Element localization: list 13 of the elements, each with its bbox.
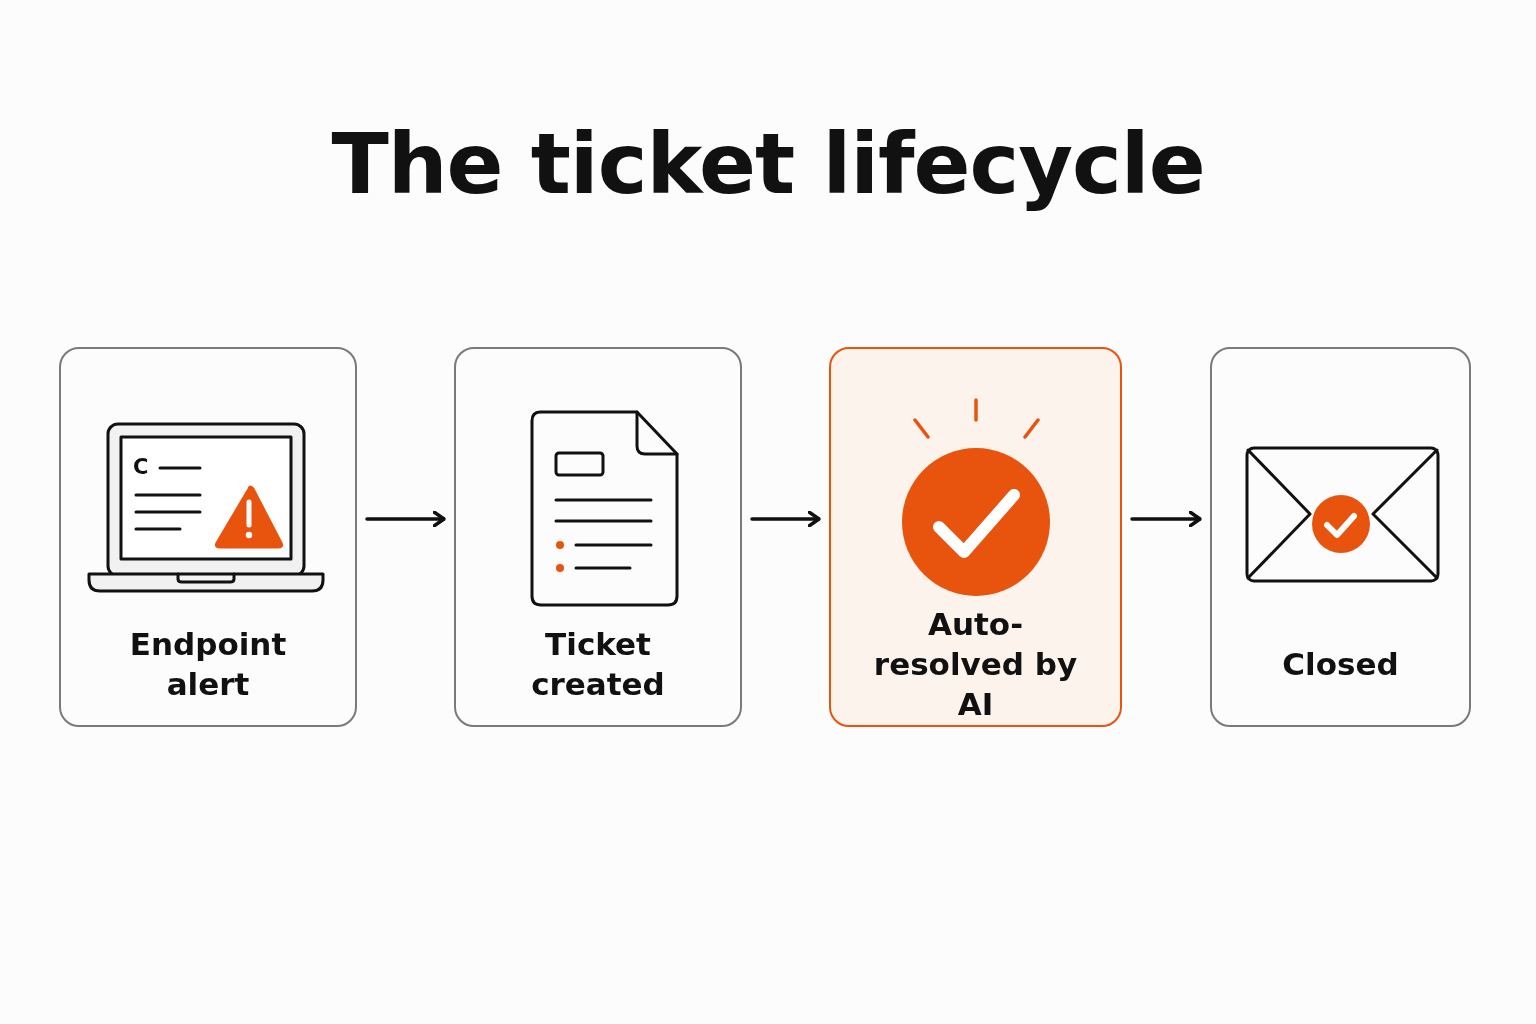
- step-label: Endpoint alert: [128, 625, 288, 704]
- step-box: [59, 347, 357, 727]
- title: The ticket lifecycle: [331, 118, 1205, 211]
- step-label: Ticket created: [530, 625, 666, 704]
- step-label: Closed: [1282, 645, 1399, 684]
- step-box: [1210, 347, 1471, 727]
- step-label: Auto-resolved by AI: [872, 605, 1079, 724]
- step-box: [454, 347, 742, 727]
- arrow: [365, 510, 446, 528]
- highlighted-step-box: [829, 347, 1122, 727]
- arrow: [1130, 510, 1202, 528]
- screen-letter: C: [133, 457, 149, 478]
- arrow: [750, 510, 821, 528]
